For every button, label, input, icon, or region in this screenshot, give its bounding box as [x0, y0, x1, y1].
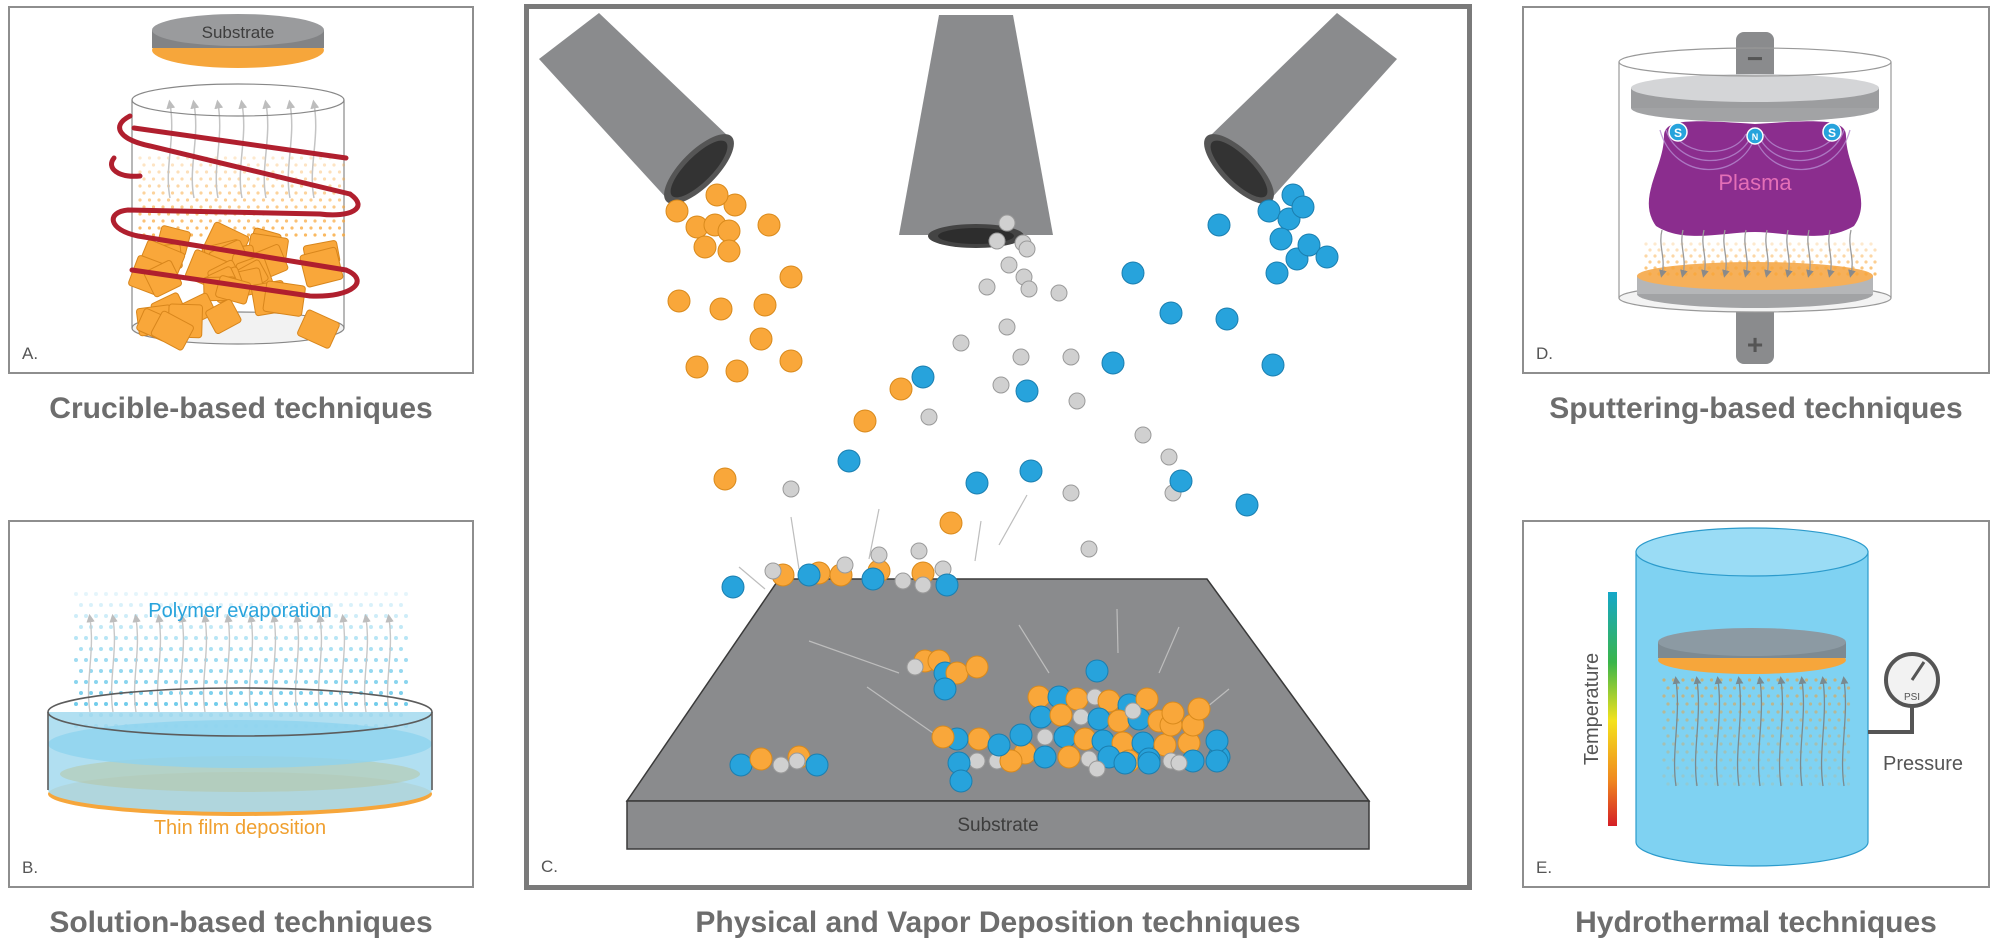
svg-text:S: S — [1674, 126, 1682, 140]
caption-solution: Solution-based techniques — [8, 906, 474, 940]
panel-hydrothermal: Temperature PSI Pressure E. — [1522, 520, 1990, 888]
plasma-label: Plasma — [1718, 170, 1792, 195]
psi-label: PSI — [1904, 692, 1920, 703]
solution-illustration: Polymer evaporation Thin film deposition — [10, 522, 472, 886]
svg-text:S: S — [1828, 126, 1836, 140]
thin-film-deposition-label: Thin film deposition — [154, 817, 326, 839]
panel-crucible: Substrate A. — [8, 6, 474, 374]
source-nozzle-center — [899, 15, 1053, 248]
caption-vapor-deposition: Physical and Vapor Deposition techniques — [524, 906, 1472, 940]
caption-crucible: Crucible-based techniques — [8, 392, 474, 426]
svg-text:N: N — [1752, 132, 1759, 142]
evaporation-arrows — [89, 618, 391, 712]
caption-hydrothermal: Hydrothermal techniques — [1516, 906, 1996, 940]
substrate-label: Substrate — [202, 23, 275, 42]
caption-sputtering: Sputtering-based techniques — [1516, 392, 1996, 426]
substrate-label: Substrate — [957, 815, 1038, 836]
sputtering-illustration: − + Plasma S N S — [1524, 8, 1988, 372]
hydrothermal-illustration: Temperature PSI Pressure — [1524, 522, 1988, 886]
temperature-gradient-bar — [1608, 592, 1617, 826]
substrate-block — [627, 579, 1369, 849]
panel-sputtering: − + Plasma S N S — [1522, 6, 1990, 374]
deposited-film — [1637, 262, 1873, 290]
panel-vapor-deposition: Substrate C. — [524, 4, 1472, 890]
crucible-illustration: Substrate — [10, 8, 472, 372]
panel-letter-e: E. — [1536, 858, 1552, 878]
panel-letter-b: B. — [22, 858, 38, 878]
solution-surface — [48, 720, 432, 768]
substrate-disk — [1658, 628, 1846, 656]
autoclave-vessel — [1636, 552, 1868, 866]
temperature-label: Temperature — [1581, 653, 1603, 765]
pressure-label: Pressure — [1883, 753, 1963, 775]
target-plate — [1631, 74, 1879, 102]
crucible-rim — [132, 84, 344, 116]
panel-letter-c: C. — [541, 857, 558, 877]
panel-letter-d: D. — [1536, 344, 1553, 364]
panel-letter-a: A. — [22, 344, 38, 364]
vapor-deposition-illustration: Substrate — [529, 9, 1467, 885]
panel-solution: Polymer evaporation Thin film deposition… — [8, 520, 474, 888]
polymer-evaporation-label: Polymer evaporation — [148, 600, 331, 622]
plus-sign: + — [1747, 329, 1763, 360]
